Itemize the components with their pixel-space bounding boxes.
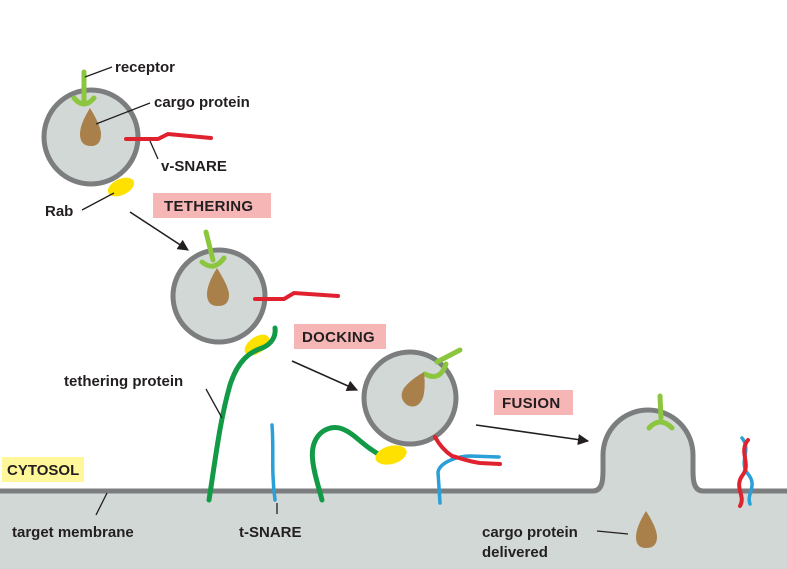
v-snare-icon	[433, 435, 502, 466]
rab-icon	[107, 177, 135, 197]
tethering-protein-label: tethering protein	[64, 373, 183, 390]
v-snare-icon	[253, 290, 340, 301]
cytosol-label: CYTOSOL	[7, 462, 79, 479]
cargo-protein-icon	[636, 511, 657, 548]
receptor-icon	[203, 229, 216, 263]
cargo-protein-icon	[401, 372, 425, 407]
receptor-icon	[657, 393, 664, 421]
receptor-arms-icon	[71, 95, 97, 107]
cargo-delivered-label-line2: delivered	[482, 544, 548, 561]
t-snare-icon	[436, 454, 501, 505]
vesicle-docked	[309, 347, 502, 505]
t-snare-icon	[270, 423, 277, 502]
v-snare-icon	[124, 131, 213, 141]
cytosol-label-bg	[2, 457, 84, 482]
fusion-label-bg	[494, 390, 573, 415]
vesicle-fused	[636, 393, 754, 548]
tethering-label-bg	[153, 193, 271, 218]
receptor-arms-icon	[199, 255, 227, 269]
v-snare-label: v-SNARE	[161, 158, 227, 175]
receptor-arms-icon	[422, 361, 449, 379]
t-snare-label: t-SNARE	[239, 524, 302, 541]
cargo-protein-icon	[80, 108, 101, 146]
v-snare-icon	[737, 438, 750, 508]
lumen-area	[0, 410, 787, 569]
cargo-delivered-label-line1: cargo protein	[482, 524, 578, 541]
vesicle-free	[41, 69, 213, 197]
target-membrane-label: target membrane	[12, 524, 134, 541]
tethering-stage-label: TETHERING	[164, 198, 253, 215]
arrow-to-docking	[291, 360, 359, 392]
arrow-to-tethering	[129, 211, 189, 251]
receptor-arms-icon	[646, 419, 675, 431]
fusion-stage-label: FUSION	[502, 395, 560, 412]
target-membrane-line	[0, 407, 787, 494]
tethering-protein-icon	[206, 325, 278, 503]
leader-lines	[81, 66, 629, 535]
target-membrane-region	[0, 407, 787, 569]
arrow-to-fusion	[475, 424, 590, 446]
rab-label: Rab	[45, 203, 73, 220]
docking-stage-label: DOCKING	[302, 329, 375, 346]
rab-icon	[375, 445, 407, 465]
vesicle-tethered	[170, 229, 340, 503]
cargo-protein-label: cargo protein	[154, 94, 250, 111]
receptor-label: receptor	[115, 59, 175, 76]
receptor-icon	[434, 347, 463, 365]
docking-label-bg	[294, 324, 386, 349]
cargo-protein-icon	[207, 268, 229, 306]
